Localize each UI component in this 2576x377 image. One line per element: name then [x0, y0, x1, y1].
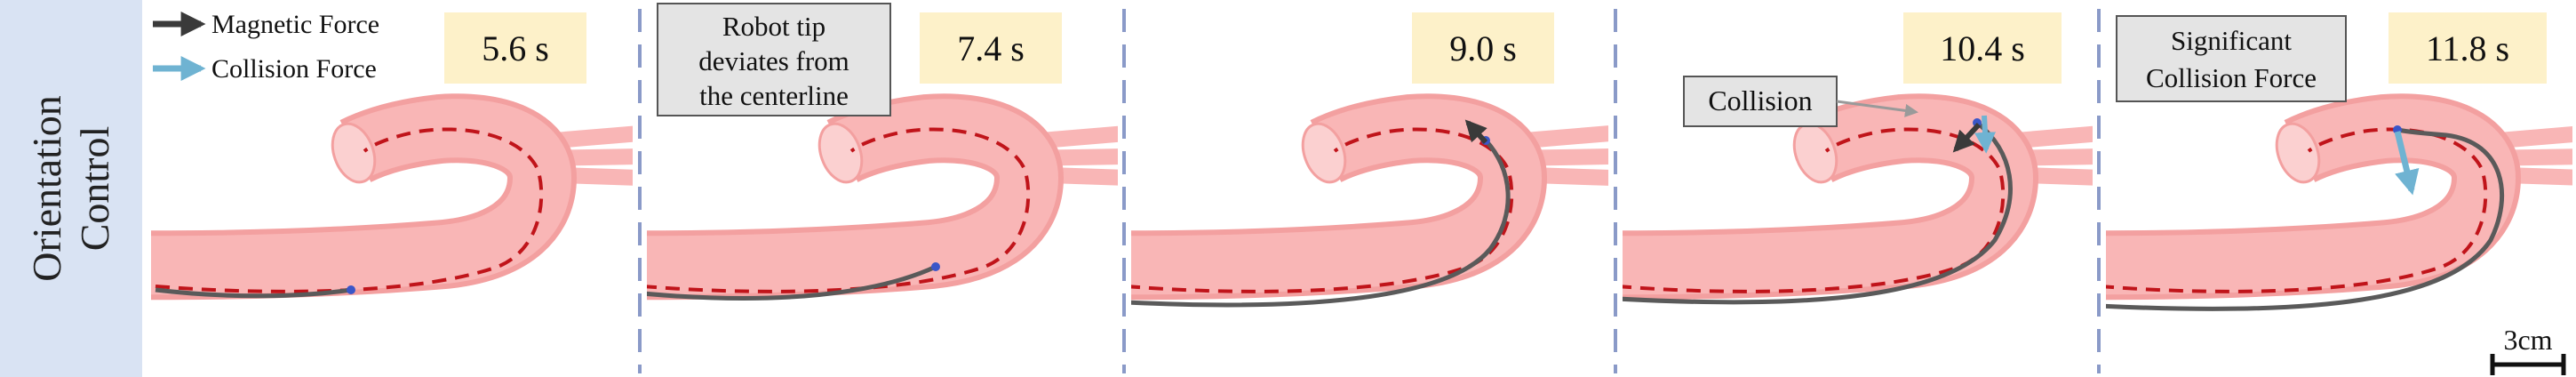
magnetic-force-arrow	[1464, 119, 1488, 145]
callout-box-5	[2116, 15, 2347, 102]
vessel-opening	[817, 122, 864, 184]
catheter	[647, 264, 937, 301]
panels	[151, 93, 2572, 311]
callouts: Robot tip deviates from the centerline C…	[657, 3, 2347, 127]
vessel-opening	[331, 122, 377, 184]
catheter	[155, 287, 352, 299]
callout-box-2	[657, 3, 891, 116]
centerline	[647, 127, 1031, 293]
time-label-4: 10.4 s	[1940, 28, 2025, 68]
time-box-3	[1412, 12, 1554, 84]
time-box-4	[1903, 12, 2062, 84]
callout-2-line-2: deviates from	[698, 45, 849, 76]
collision-force-arrow	[2394, 131, 2420, 196]
vessel-body	[2106, 99, 2516, 295]
panel-3	[1131, 93, 1608, 308]
row-label: Orientation Control	[0, 0, 142, 377]
robot-tip	[931, 262, 940, 271]
time-label-2: 7.4 s	[957, 28, 1025, 68]
time-box-1	[444, 12, 586, 84]
robot-tip	[347, 285, 355, 294]
catheter	[1131, 139, 1511, 308]
panel-dividers	[638, 9, 2101, 373]
magnetic-force-arrow	[1952, 122, 1982, 153]
time-box-5	[2389, 12, 2547, 84]
collision-force-arrow	[1974, 115, 1996, 154]
catheter	[2106, 127, 2504, 311]
centerline	[1623, 127, 2006, 293]
callout-5-line-2: Collision Force	[2146, 62, 2317, 93]
callout-2-line-3: the centerline	[699, 80, 849, 111]
centerline	[1131, 127, 1514, 293]
vessel-body	[151, 99, 572, 295]
callout-2-line-1: Robot tip	[722, 11, 825, 42]
vessel-body	[1131, 99, 1543, 295]
panel-1	[151, 93, 633, 301]
callout-4-line-1: Collision	[1708, 84, 1812, 116]
time-labels: 5.6 s 7.4 s 9.0 s 10.4 s 11.8 s	[444, 12, 2547, 84]
panel-2	[647, 93, 1118, 301]
time-label-5: 11.8 s	[2426, 28, 2509, 68]
catheter	[1623, 121, 2013, 305]
panel-4	[1623, 93, 2093, 305]
magnetic-force-legend-label: Magnetic Force	[211, 10, 379, 39]
scale-bar-label: 3cm	[2503, 324, 2552, 356]
vessel-opening	[2275, 122, 2321, 184]
scale-bar: 3cm	[2490, 324, 2566, 375]
time-label-3: 9.0 s	[1449, 28, 1517, 68]
callout-4-pointer	[1836, 100, 1918, 117]
callout-box-4	[1683, 76, 1838, 127]
callout-5-line-1: Significant	[2171, 25, 2292, 56]
collision-force-legend-label: Collision Force	[211, 54, 377, 84]
time-label-1: 5.6 s	[482, 28, 549, 68]
legend: Magnetic Force Collision Force	[153, 10, 379, 84]
centerline	[2106, 127, 2488, 293]
vessel-body	[1623, 99, 2034, 295]
vessel-opening	[1301, 122, 1347, 184]
vessel-body	[647, 99, 1059, 295]
panel-5	[2106, 93, 2572, 311]
time-box-2	[920, 12, 1062, 84]
